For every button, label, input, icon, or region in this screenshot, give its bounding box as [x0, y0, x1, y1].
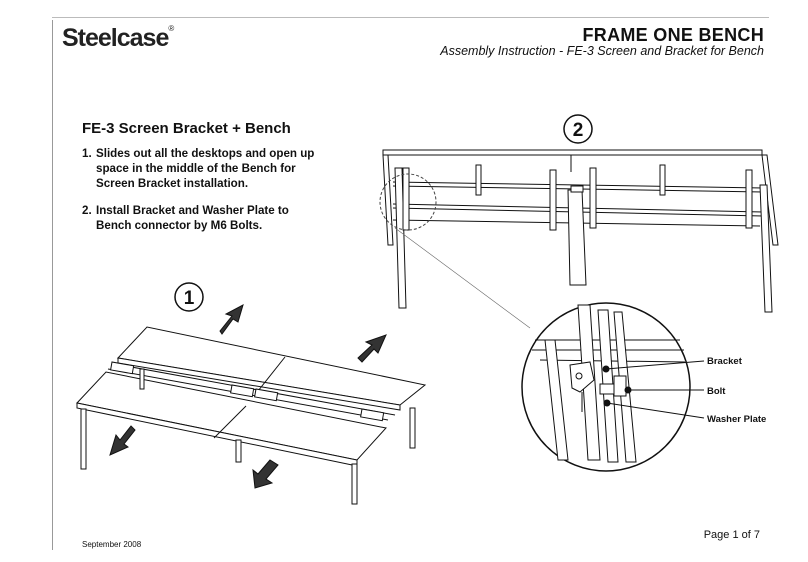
step2-number: 2 — [573, 120, 584, 141]
bench-step1-figure — [76, 304, 427, 505]
step1-number: 1 — [184, 288, 195, 309]
instruction-step: 1.Slides out all the desktops and open u… — [82, 147, 315, 190]
instruction-steps: 1.Slides out all the desktops and open u… — [82, 146, 322, 245]
bench-step2-figure — [379, 149, 779, 329]
footer-date: September 2008 — [82, 540, 142, 549]
instruction-step: 2.Install Bracket and Washer Plate to Be… — [82, 204, 289, 232]
callout-washer-plate: Washer Plate — [707, 414, 766, 425]
page-number: Page 1 of 7 — [703, 529, 760, 541]
section-title: FE-3 Screen Bracket + Bench — [82, 120, 291, 137]
steelcase-logo: Steelcase® — [62, 23, 175, 52]
callout-bracket: Bracket — [707, 356, 743, 367]
step1-badge: 1 — [174, 282, 204, 312]
callout-bolt: Bolt — [707, 386, 726, 397]
page-title: FRAME ONE BENCH — [582, 25, 764, 45]
header-rule — [52, 17, 769, 18]
bracket-detail-figure — [521, 302, 705, 472]
step2-badge: 2 — [563, 114, 593, 144]
page-subtitle: Assembly Instruction - FE-3 Screen and B… — [440, 44, 764, 58]
margin-rule — [52, 20, 53, 550]
